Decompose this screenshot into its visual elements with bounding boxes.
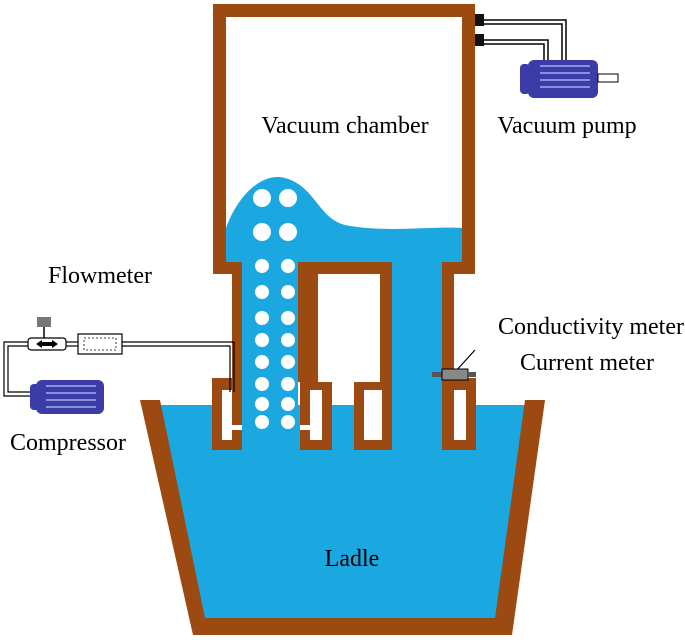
- label-compressor: Compressor: [10, 430, 126, 456]
- gas-bubble: [255, 259, 269, 273]
- gas-bubbles: [253, 189, 297, 429]
- gas-bubble: [281, 259, 295, 273]
- snorkel-partition: [306, 262, 392, 382]
- gas-bubble: [255, 285, 269, 299]
- gas-bubble: [255, 377, 269, 391]
- gas-bubble: [281, 311, 295, 325]
- gas-bubble: [255, 311, 269, 325]
- probe-sensor: [432, 349, 476, 381]
- valve-icon: [27, 317, 67, 351]
- gas-bubble: [255, 333, 269, 347]
- gas-supply-line: [3, 317, 235, 397]
- gas-bubble: [279, 223, 297, 241]
- label-conductivity-meter: Conductivity meter: [498, 314, 684, 340]
- compressor-motor-icon: [30, 380, 104, 414]
- label-ladle: Ladle: [325, 546, 380, 572]
- vacuum-pump-motor-icon: [520, 60, 619, 98]
- gas-bubble: [279, 189, 297, 207]
- down-snorkel-steel: [392, 255, 442, 445]
- flowmeter-device: [77, 333, 123, 355]
- gas-bubble: [281, 377, 295, 391]
- gas-bubble: [255, 415, 269, 429]
- ladle-molten-steel: [152, 405, 536, 620]
- gas-bubble: [281, 415, 295, 429]
- label-vacuum-pump: Vacuum pump: [497, 113, 636, 139]
- ladle: [140, 400, 545, 635]
- vacuum-pump: [475, 14, 619, 98]
- ladle-wall: [140, 400, 545, 635]
- gas-bubble: [253, 223, 271, 241]
- label-vacuum-chamber: Vacuum chamber: [261, 113, 428, 139]
- gas-bubble: [281, 285, 295, 299]
- gas-bubble: [255, 355, 269, 369]
- gas-bubble: [281, 397, 295, 411]
- gas-bubble: [255, 397, 269, 411]
- label-flowmeter: Flowmeter: [48, 263, 152, 289]
- gas-bubble: [281, 333, 295, 347]
- gas-bubble: [253, 189, 271, 207]
- gas-bubble: [281, 355, 295, 369]
- label-current-meter: Current meter: [520, 350, 654, 376]
